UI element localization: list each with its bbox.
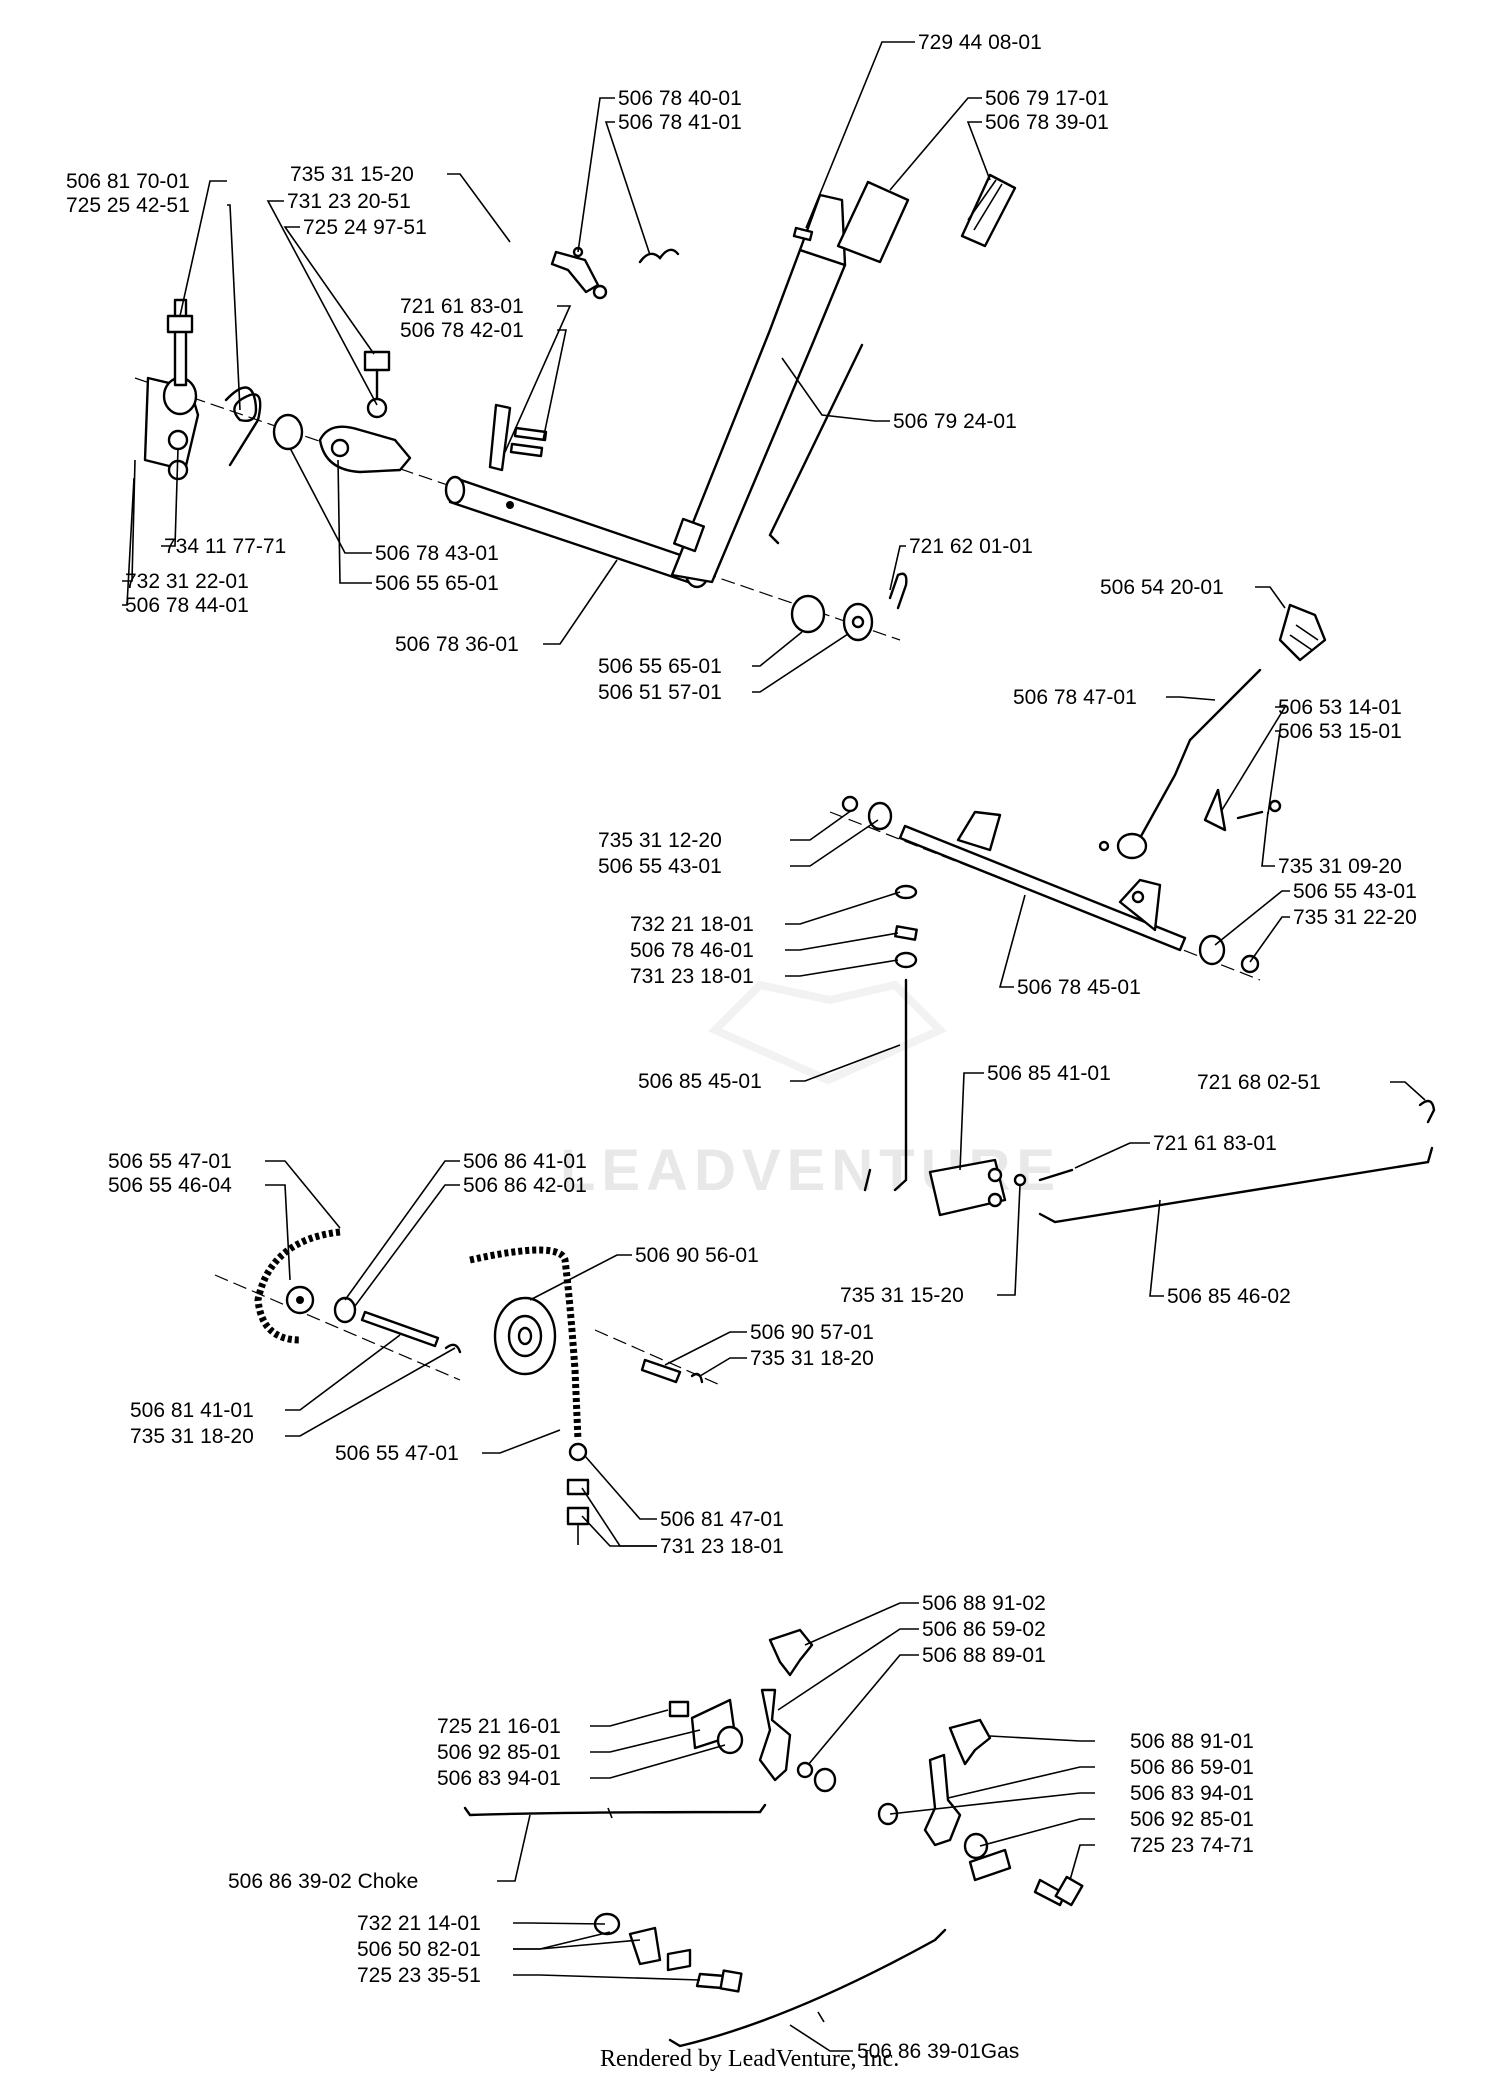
callout-506-55-43-01-right: 506 55 43-01 <box>1293 880 1417 903</box>
callout-gas-cable: 506 86 39-01Gas <box>857 2040 1019 2063</box>
callout-506-55-47-01-top: 506 55 47-01 <box>108 1150 232 1173</box>
callout-732-21-18-01: 732 21 18-01 <box>630 913 754 936</box>
callout-506-55-46-04: 506 55 46-04 <box>108 1174 232 1197</box>
leader-lines <box>122 41 1426 2052</box>
callout-735-31-15-20: 735 31 15-20 <box>290 163 414 186</box>
watermark-logo <box>708 980 947 1085</box>
callout-506-83-94-01-right: 506 83 94-01 <box>1130 1782 1254 1805</box>
callout-725-21-16-01: 725 21 16-01 <box>437 1715 561 1738</box>
callout-721-61-83-01: 721 61 83-01 <box>1153 1132 1277 1155</box>
callout-506-92-85-01-right: 506 92 85-01 <box>1130 1808 1254 1831</box>
callout-721-61-83-01-top: 721 61 83-01 <box>400 295 524 318</box>
callout-506-55-65-01-top: 506 55 65-01 <box>375 572 499 595</box>
control-rod-assembly <box>863 884 1436 1224</box>
callout-506-78-46-01: 506 78 46-01 <box>630 939 754 962</box>
callout-506-85-45-01: 506 85 45-01 <box>638 1070 762 1093</box>
callout-735-31-09-20: 735 31 09-20 <box>1278 855 1402 878</box>
callout-731-23-20-51: 731 23 20-51 <box>287 190 411 213</box>
callout-506-78-47-01: 506 78 47-01 <box>1013 686 1137 709</box>
callout-506-78-42-01: 506 78 42-01 <box>400 319 524 342</box>
callout-506-85-41-01: 506 85 41-01 <box>987 1062 1111 1085</box>
callout-506-55-47-01-bottom: 506 55 47-01 <box>335 1442 459 1465</box>
handle-assembly <box>134 173 1017 642</box>
callout-506-79-17-01: 506 79 17-01 <box>985 87 1109 110</box>
callout-732-21-14-01: 732 21 14-01 <box>357 1912 481 1935</box>
callout-506-90-57-01: 506 90 57-01 <box>750 1321 874 1344</box>
callout-506-53-15-01: 506 53 15-01 <box>1278 720 1402 743</box>
callout-506-78-41-01: 506 78 41-01 <box>618 111 742 134</box>
callout-725-25-42-51: 725 25 42-51 <box>66 194 190 217</box>
callout-721-68-02-51: 721 68 02-51 <box>1197 1071 1321 1094</box>
callout-734-11-77-71: 734 11 77-71 <box>164 535 286 558</box>
callout-506-86-41-01: 506 86 41-01 <box>463 1150 587 1173</box>
callout-506-81-70-01: 506 81 70-01 <box>66 170 190 193</box>
callout-725-24-97-51: 725 24 97-51 <box>303 216 427 239</box>
lift-lever-assembly <box>829 603 1327 981</box>
callout-labels: 729 44 08-01 506 78 40-01 506 78 41-01 5… <box>66 31 1417 2063</box>
callout-735-31-18-20-right: 735 31 18-20 <box>750 1347 874 1370</box>
callout-506-90-56-01: 506 90 56-01 <box>635 1244 759 1267</box>
callout-735-31-15-20-mid: 735 31 15-20 <box>840 1284 964 1307</box>
callout-506-79-24-01: 506 79 24-01 <box>893 410 1017 433</box>
callout-721-62-01-01: 721 62 01-01 <box>909 535 1033 558</box>
callout-506-83-94-01-left: 506 83 94-01 <box>437 1767 561 1790</box>
footer-credit: Rendered by LeadVenture, Inc. <box>600 2046 899 2072</box>
callout-506-81-41-01: 506 81 41-01 <box>130 1399 254 1422</box>
callout-729-44-08-01: 729 44 08-01 <box>918 31 1042 54</box>
callout-506-86-59-01: 506 86 59-01 <box>1130 1756 1254 1779</box>
callout-506-81-47-01: 506 81 47-01 <box>660 1508 784 1531</box>
callout-735-31-12-20: 735 31 12-20 <box>598 829 722 852</box>
callout-506-86-42-01: 506 86 42-01 <box>463 1174 587 1197</box>
callout-506-78-36-01: 506 78 36-01 <box>395 633 519 656</box>
callout-506-55-65-01: 506 55 65-01 <box>598 655 722 678</box>
callout-choke-cable: 506 86 39-02 Choke <box>228 1870 418 1893</box>
callout-506-88-91-02: 506 88 91-02 <box>922 1592 1046 1615</box>
callout-506-78-44-01: 506 78 44-01 <box>125 594 249 617</box>
callout-731-23-18-01-mid: 731 23 18-01 <box>630 965 754 988</box>
callout-725-23-35-51: 725 23 35-51 <box>357 1964 481 1987</box>
callout-506-78-45-01: 506 78 45-01 <box>1017 976 1141 999</box>
chain-drive-assembly <box>214 1228 721 1545</box>
callout-735-31-18-20-left: 735 31 18-20 <box>130 1425 254 1448</box>
callout-506-88-89-01: 506 88 89-01 <box>922 1644 1046 1667</box>
callout-506-78-39-01: 506 78 39-01 <box>985 111 1109 134</box>
throttle-choke-assembly <box>463 1628 1084 2048</box>
callout-506-55-43-01-left: 506 55 43-01 <box>598 855 722 878</box>
callout-506-50-82-01: 506 50 82-01 <box>357 1938 481 1961</box>
callout-506-92-85-01-left: 506 92 85-01 <box>437 1741 561 1764</box>
callout-506-85-46-02: 506 85 46-02 <box>1167 1285 1291 1308</box>
callout-732-31-22-01: 732 31 22-01 <box>125 570 249 593</box>
callout-506-86-59-02: 506 86 59-02 <box>922 1618 1046 1641</box>
callout-506-78-43-01: 506 78 43-01 <box>375 542 499 565</box>
callout-735-31-22-20: 735 31 22-20 <box>1293 906 1417 929</box>
callout-506-54-20-01: 506 54 20-01 <box>1100 576 1224 599</box>
callout-731-23-18-01-bottom: 731 23 18-01 <box>660 1535 784 1558</box>
callout-506-51-57-01: 506 51 57-01 <box>598 681 722 704</box>
callout-506-78-40-01: 506 78 40-01 <box>618 87 742 110</box>
callout-725-23-74-71: 725 23 74-71 <box>1130 1834 1254 1857</box>
callout-506-53-14-01: 506 53 14-01 <box>1278 696 1402 719</box>
callout-506-88-91-01: 506 88 91-01 <box>1130 1730 1254 1753</box>
